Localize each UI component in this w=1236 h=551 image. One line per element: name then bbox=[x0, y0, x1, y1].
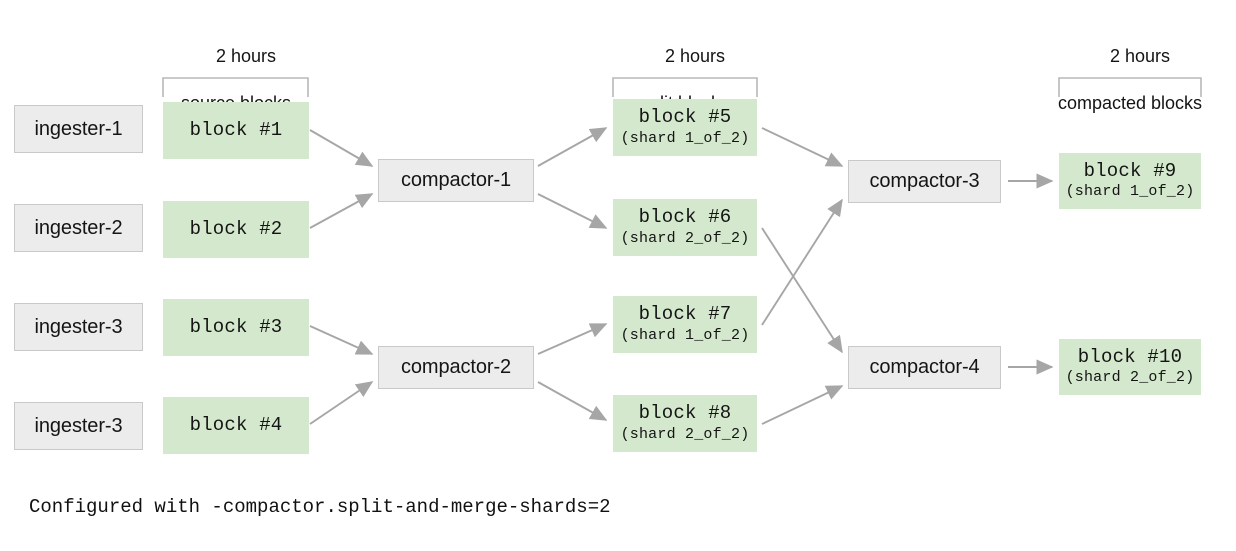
edge-compactor1-block5 bbox=[537, 127, 608, 167]
edge-compactor1-block6 bbox=[537, 193, 608, 229]
compactor-1-label: compactor-1 bbox=[400, 169, 512, 192]
split-block-8-shard: (shard 2_of_2) bbox=[620, 425, 750, 443]
split-block-6-title: block #6 bbox=[638, 206, 732, 229]
edge-block7-compactor3 bbox=[761, 198, 843, 326]
split-block-7[interactable]: block #7 (shard 1_of_2) bbox=[613, 296, 757, 353]
split-block-8[interactable]: block #8 (shard 2_of_2) bbox=[613, 395, 757, 452]
edge-compactor2-block7 bbox=[537, 323, 608, 355]
ingester-3b-label: ingester-3 bbox=[34, 414, 123, 437]
compactor-1-node[interactable]: compactor-1 bbox=[378, 159, 534, 202]
edge-block5-compactor3 bbox=[761, 127, 844, 167]
column-header-source-line1: 2 hours bbox=[215, 46, 277, 67]
split-block-5[interactable]: block #5 (shard 1_of_2) bbox=[613, 99, 757, 156]
compacted-block-9[interactable]: block #9 (shard 1_of_2) bbox=[1059, 153, 1201, 209]
source-block-4-title: block #4 bbox=[189, 413, 283, 436]
compacted-block-10-shard: (shard 2_of_2) bbox=[1065, 369, 1195, 387]
split-block-8-title: block #8 bbox=[638, 402, 732, 425]
ingester-3b-node[interactable]: ingester-3 bbox=[14, 402, 143, 450]
column-header-compacted-line2: compacted blocks bbox=[1057, 93, 1203, 114]
split-block-6[interactable]: block #6 (shard 2_of_2) bbox=[613, 199, 757, 256]
compactor-4-label: compactor-4 bbox=[869, 356, 980, 379]
ingester-3a-node[interactable]: ingester-3 bbox=[14, 303, 143, 351]
split-block-5-title: block #5 bbox=[638, 106, 732, 129]
compactor-2-node[interactable]: compactor-2 bbox=[378, 346, 534, 389]
compactor-2-label: compactor-2 bbox=[400, 356, 512, 379]
source-block-1[interactable]: block #1 bbox=[163, 102, 309, 159]
ingester-2-node[interactable]: ingester-2 bbox=[14, 204, 143, 252]
split-block-5-shard: (shard 1_of_2) bbox=[620, 129, 750, 147]
column-header-compacted-line1: 2 hours bbox=[1109, 46, 1171, 67]
ingester-1-node[interactable]: ingester-1 bbox=[14, 105, 143, 153]
edge-block4-compactor2 bbox=[309, 381, 374, 425]
ingester-3a-label: ingester-3 bbox=[34, 315, 123, 338]
compactor-3-node[interactable]: compactor-3 bbox=[848, 160, 1001, 203]
source-block-3-title: block #3 bbox=[189, 315, 283, 338]
split-block-7-title: block #7 bbox=[638, 303, 732, 326]
source-block-1-title: block #1 bbox=[189, 118, 283, 141]
compactor-3-label: compactor-3 bbox=[869, 170, 980, 193]
ingester-2-label: ingester-2 bbox=[34, 216, 123, 239]
source-block-2-title: block #2 bbox=[189, 217, 283, 240]
edge-compactor2-block8 bbox=[537, 381, 608, 421]
compacted-block-9-shard: (shard 1_of_2) bbox=[1065, 183, 1195, 201]
source-block-4[interactable]: block #4 bbox=[163, 397, 309, 454]
split-block-6-shard: (shard 2_of_2) bbox=[620, 229, 750, 247]
ingester-1-label: ingester-1 bbox=[34, 117, 123, 140]
compacted-block-10[interactable]: block #10 (shard 2_of_2) bbox=[1059, 339, 1201, 395]
edge-block3-compactor2 bbox=[309, 325, 374, 355]
diagram-caption: Configured with -compactor.split-and-mer… bbox=[29, 496, 611, 518]
edge-block6-compactor4 bbox=[761, 227, 843, 354]
compactor-4-node[interactable]: compactor-4 bbox=[848, 346, 1001, 389]
compacted-block-10-title: block #10 bbox=[1077, 345, 1183, 368]
source-block-3[interactable]: block #3 bbox=[163, 299, 309, 356]
edge-block2-compactor1 bbox=[309, 193, 374, 229]
split-block-7-shard: (shard 1_of_2) bbox=[620, 326, 750, 344]
compacted-block-9-title: block #9 bbox=[1083, 159, 1177, 182]
source-block-2[interactable]: block #2 bbox=[163, 201, 309, 258]
column-header-split-line1: 2 hours bbox=[664, 46, 726, 67]
edge-block8-compactor4 bbox=[761, 385, 844, 425]
column-header-compacted: 2 hours compacted blocks bbox=[1040, 22, 1220, 162]
